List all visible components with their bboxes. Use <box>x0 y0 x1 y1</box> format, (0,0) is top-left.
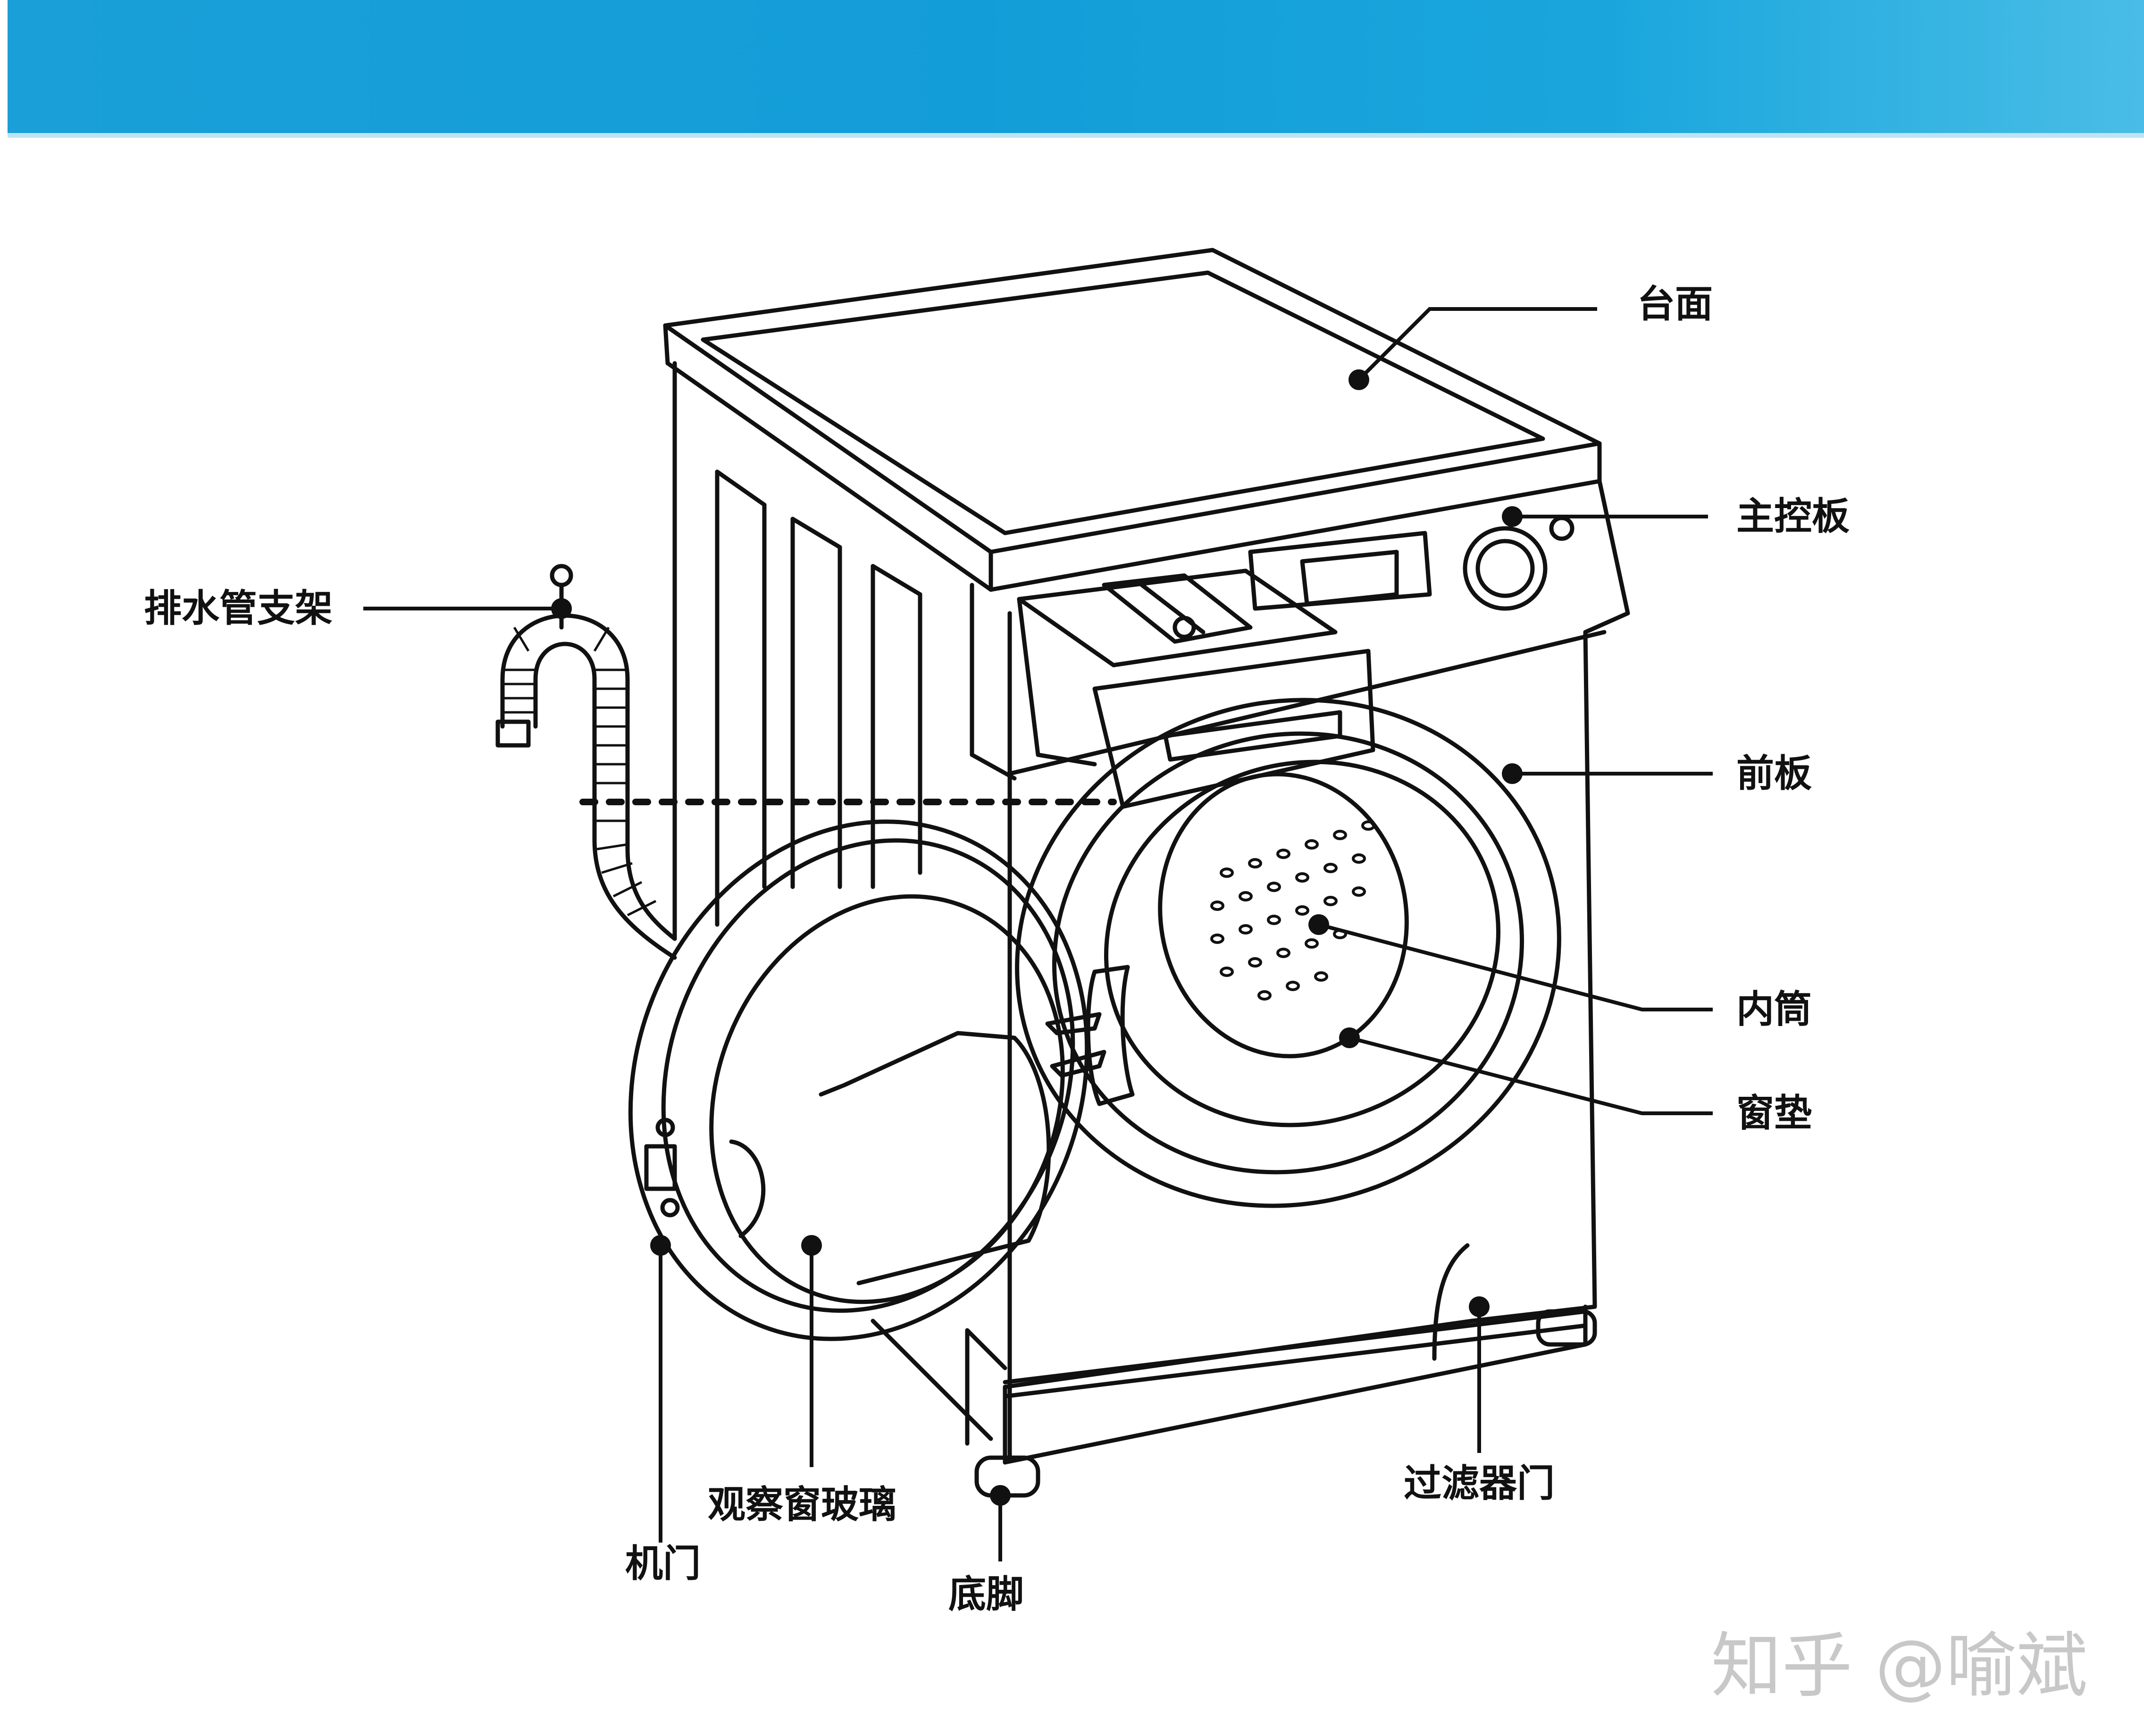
watermark: 知乎 @喻斌 <box>1711 1625 2087 1707</box>
machine-door <box>628 819 1089 1341</box>
header-banner <box>8 0 2144 138</box>
drum-holes <box>1210 820 1375 1001</box>
detergent-drawer <box>1017 568 1375 809</box>
control-panel <box>1248 516 1574 611</box>
drain-hose <box>495 564 677 960</box>
label-front-panel: 前板 <box>1736 751 1812 795</box>
label-machine-door: 机门 <box>625 1542 701 1586</box>
label-inner-drum: 内筒 <box>1736 987 1812 1031</box>
front-panel-body <box>965 479 1630 1465</box>
label-door-gasket: 窗垫 <box>1736 1091 1812 1135</box>
label-base-foot: 底脚 <box>948 1572 1024 1616</box>
label-filter-door: 过滤器门 <box>1404 1461 1555 1505</box>
label-drain-pipe-bracket: 排水管支架 <box>144 586 333 630</box>
label-countertop: 台面 <box>1637 282 1713 326</box>
hose-corrugation <box>503 626 657 917</box>
countertop-outline <box>663 248 1602 592</box>
side-panel <box>672 361 1017 1441</box>
callout-lines <box>363 307 1713 1561</box>
callout-dots <box>551 369 1523 1506</box>
label-observation-window-glass: 观察窗玻璃 <box>708 1483 896 1527</box>
label-main-control-panel: 主控板 <box>1736 494 1850 538</box>
